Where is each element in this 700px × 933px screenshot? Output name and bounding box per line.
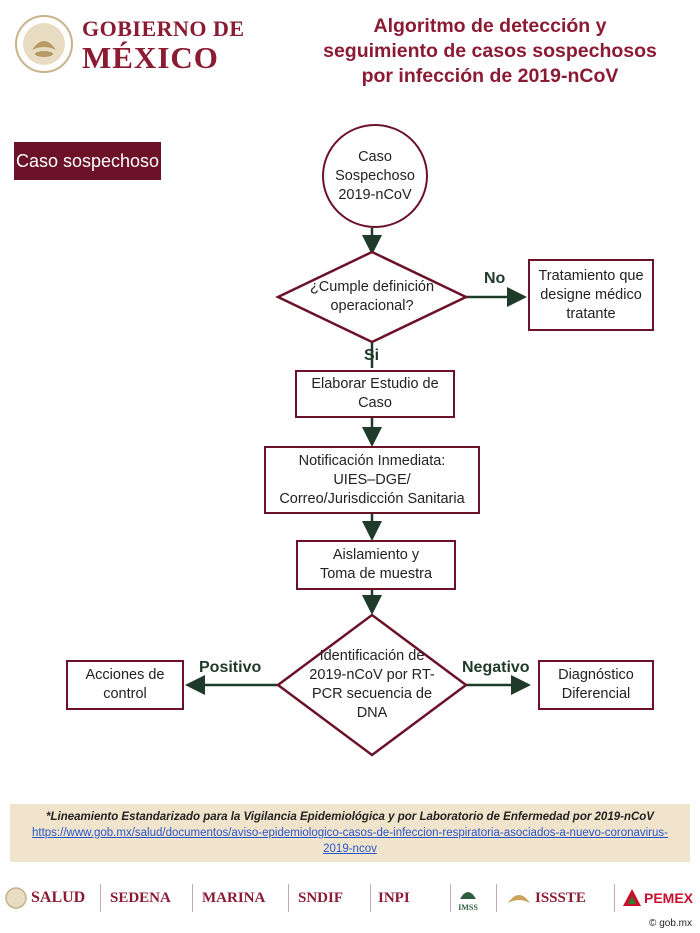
pemex-text: PEMEX: [644, 890, 694, 906]
start-line: 2019-nCoV: [338, 186, 412, 203]
issste-bird-icon: [508, 895, 530, 903]
sndif-text: SNDIF: [298, 889, 344, 906]
control-line: control: [103, 686, 147, 702]
start-node: Caso Sospechoso 2019-nCoV: [322, 124, 428, 228]
salud-text: SALUD: [31, 889, 86, 906]
differential-line: Diferencial: [561, 686, 631, 702]
coat-of-arms-icon: [14, 14, 74, 74]
section-badge: Caso sospechoso: [14, 142, 161, 180]
footnote: *Lineamiento Estandarizado para la Vigil…: [10, 804, 690, 862]
decision1-line: operacional?: [330, 298, 414, 314]
step2-line: UIES–DGE/: [333, 471, 411, 488]
issste-logo: ISSSTE: [506, 880, 586, 916]
inpi-text: INPI: [378, 889, 410, 906]
differential-line: Diagnóstico: [558, 667, 634, 683]
si-label: Si: [364, 347, 380, 364]
step3-line: Toma de muestra: [319, 566, 433, 582]
gov-line2: MÉXICO: [82, 40, 219, 75]
marina-text: MARINA: [202, 889, 266, 906]
step1-node: Elaborar Estudio de Caso: [295, 370, 455, 418]
negativo-label: Negativo: [462, 659, 530, 676]
step1-line: Caso: [358, 395, 392, 411]
flow-connectors: [185, 228, 531, 757]
sedena-logo: SEDENA: [110, 880, 171, 916]
treatment-node: Tratamiento que designe médico tratante: [528, 259, 654, 331]
imss-text: IMSS: [458, 902, 478, 912]
start-line: Sospechoso: [335, 167, 415, 184]
footnote-link-line2[interactable]: 2019-ncov: [323, 843, 377, 855]
treatment-line: designe médico: [540, 286, 642, 303]
decision1-line: ¿Cumple definición: [309, 279, 435, 295]
inpi-logo: INPI: [378, 880, 410, 916]
treatment-line: tratante: [566, 305, 616, 322]
step3-node: Aislamiento y Toma de muestra: [296, 540, 456, 590]
page-title: Algoritmo de detección y seguimiento de …: [290, 14, 690, 89]
gov-line1: GOBIERNO DE: [82, 16, 245, 41]
decision2-line: PCR secuencia de: [311, 686, 433, 702]
decision2-diamond: [275, 613, 469, 757]
positivo-label: Positivo: [199, 659, 262, 676]
decision1-node: ¿Cumple definición operacional?: [296, 274, 448, 320]
step2-node: Notificación Inmediata: UIES–DGE/ Correo…: [264, 446, 480, 514]
imss-eagle-icon: [460, 891, 476, 899]
step1-line: Elaborar Estudio de: [311, 376, 439, 392]
marina-logo: MARINA: [202, 880, 265, 916]
sedena-text: SEDENA: [110, 889, 171, 906]
salud-logo: SALUD: [4, 880, 85, 916]
title-line: Algoritmo de detección y: [373, 15, 607, 37]
decision2-line: Identificación de: [319, 648, 425, 664]
step2-line: Correo/Jurisdicción Sanitaria: [279, 490, 465, 507]
imss-logo: IMSS: [458, 880, 478, 916]
control-line: Acciones de: [85, 667, 165, 683]
decision2-line: DNA: [356, 705, 388, 721]
treatment-line: Tratamiento que: [538, 267, 644, 284]
decision1-diamond: [275, 250, 469, 344]
title-line: seguimiento de casos sospechosos: [323, 40, 657, 62]
pemex-logo: PEMEX: [622, 880, 693, 916]
agency-logos: SALUD SEDENA MARINA SNDIF INPI IMSS ISSS…: [0, 880, 700, 920]
step3-line: Aislamiento y: [332, 547, 420, 563]
watermark: © gob.mx: [649, 918, 692, 929]
pemex-flame-icon: [623, 889, 641, 906]
decision2-line: 2019-nCoV por RT-: [309, 667, 435, 683]
footnote-title: *Lineamiento Estandarizado para la Vigil…: [46, 811, 654, 823]
step2-line: Notificación Inmediata:: [298, 452, 446, 469]
government-logo-text: GOBIERNO DE MÉXICO: [82, 16, 245, 75]
seal-icon: [5, 887, 27, 909]
title-line: por infección de 2019-nCoV: [361, 65, 619, 87]
sndif-logo: SNDIF: [298, 880, 343, 916]
control-node: Acciones de control: [66, 660, 184, 710]
start-line: Caso: [358, 148, 392, 165]
decision2-node: Identificación de 2019-nCoV por RT- PCR …: [300, 645, 444, 725]
no-label: No: [484, 270, 506, 287]
footnote-link[interactable]: https://www.gob.mx/salud/documentos/avis…: [10, 825, 690, 857]
differential-node: Diagnóstico Diferencial: [538, 660, 654, 710]
issste-text: ISSSTE: [535, 889, 586, 906]
footnote-link-line1[interactable]: https://www.gob.mx/salud/documentos/avis…: [32, 827, 668, 839]
